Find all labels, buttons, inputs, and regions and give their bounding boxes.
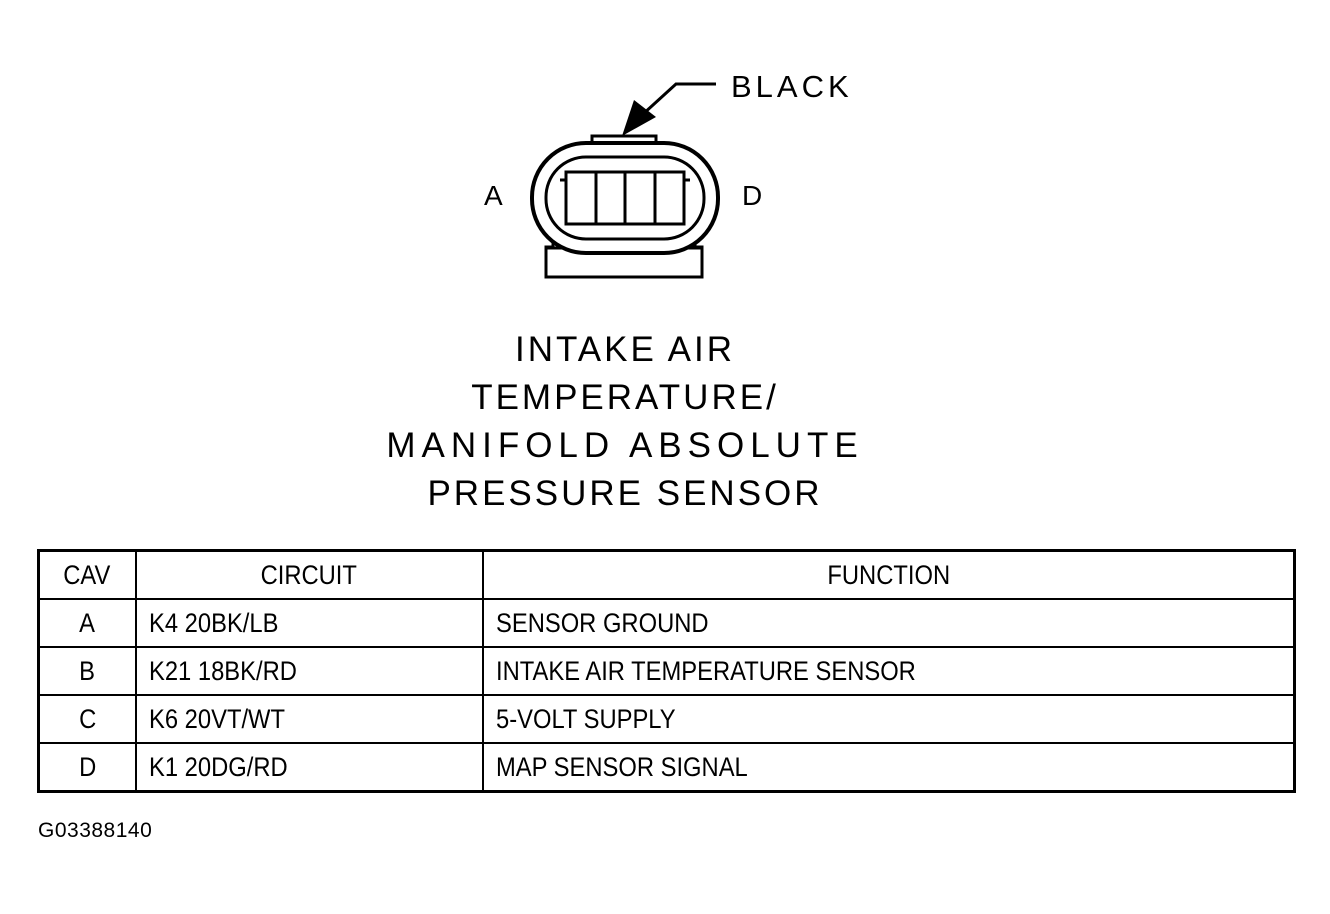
circuit-cell: K1 20DG/RD xyxy=(134,742,484,793)
header-cav: CAV xyxy=(37,549,137,600)
component-title: INTAKE AIR TEMPERATURE/ MANIFOLD ABSOLUT… xyxy=(365,326,885,518)
pinout-table: CAV CIRCUIT FUNCTION A K4 20BK/LB SENSOR… xyxy=(37,549,1296,793)
circuit-cell: K21 18BK/RD xyxy=(134,646,484,696)
title-line-2: TEMPERATURE/ xyxy=(471,378,779,417)
pin-d-label: D xyxy=(742,180,764,211)
cav-cell: A xyxy=(37,598,137,648)
connector-diagram: BLACK A D INTAKE AIR TEMPERATURE/ MANIFO… xyxy=(365,69,885,518)
header-function: FUNCTION xyxy=(481,549,1296,600)
color-callout-arrow xyxy=(640,82,716,117)
pin-a-label: A xyxy=(484,180,504,211)
function-cell: INTAKE AIR TEMPERATURE SENSOR xyxy=(481,646,1296,696)
function-cell: 5-VOLT SUPPLY xyxy=(481,694,1296,744)
cav-cell: D xyxy=(37,742,137,793)
title-line-1: INTAKE AIR xyxy=(515,330,735,369)
connector-drawing xyxy=(530,82,720,279)
function-cell: SENSOR GROUND xyxy=(481,598,1296,648)
header-circuit: CIRCUIT xyxy=(134,549,484,600)
function-cell: MAP SENSOR SIGNAL xyxy=(481,742,1296,793)
table-row: B K21 18BK/RD INTAKE AIR TEMPERATURE SEN… xyxy=(37,646,1296,696)
table-row: C K6 20VT/WT 5-VOLT SUPPLY xyxy=(37,694,1296,744)
title-line-4: PRESSURE SENSOR xyxy=(427,474,823,513)
table-header-row: CAV CIRCUIT FUNCTION xyxy=(37,549,1296,600)
title-line-3: MANIFOLD ABSOLUTE xyxy=(386,426,864,465)
cav-cell: B xyxy=(37,646,137,696)
cav-cell: C xyxy=(37,694,137,744)
circuit-cell: K6 20VT/WT xyxy=(134,694,484,744)
arrow-head xyxy=(622,100,656,136)
table-row: A K4 20BK/LB SENSOR GROUND xyxy=(37,598,1296,648)
circuit-cell: K4 20BK/LB xyxy=(134,598,484,648)
figure-id: G03388140 xyxy=(38,819,153,842)
table-row: D K1 20DG/RD MAP SENSOR SIGNAL xyxy=(37,742,1296,793)
connector-color-label: BLACK xyxy=(731,69,853,104)
